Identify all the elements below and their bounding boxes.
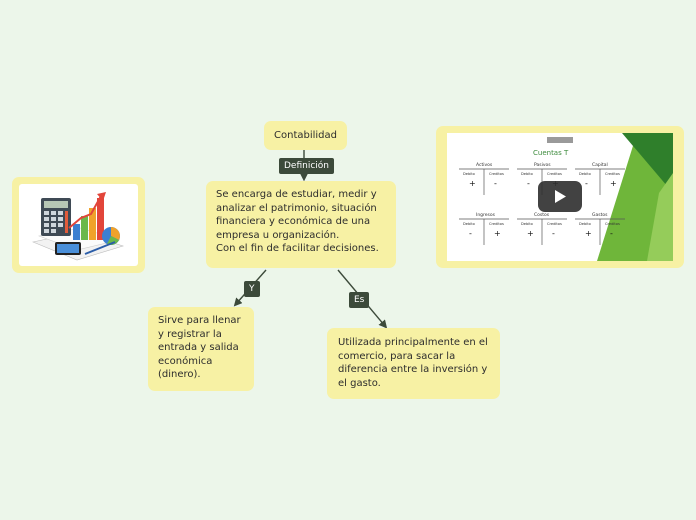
t-account-credit-label: Creditos (605, 222, 620, 226)
t-account-name: Gastos (592, 212, 608, 218)
t-account-credit-label: Creditos (547, 172, 562, 176)
play-button[interactable] (538, 181, 582, 212)
purpose-node[interactable]: Sirve para llenar y registrar la entrada… (148, 307, 254, 391)
t-account-credit-sign: + (494, 229, 501, 238)
purpose-node-text: Sirve para llenar y registrar la entrada… (158, 315, 241, 380)
t-account-debit-sign: - (527, 179, 530, 188)
t-account-debit-sign: + (527, 229, 534, 238)
video-title: Cuentas T (533, 149, 569, 157)
t-account-name: Activos (476, 162, 493, 168)
t-account-debit-label: Debito (521, 222, 533, 226)
t-account-name: Pasivos (534, 162, 551, 168)
t-account-credit-label: Creditos (605, 172, 620, 176)
t-account-credit-sign: - (552, 229, 555, 238)
connector-label-y: Y (244, 281, 260, 297)
play-icon (555, 190, 566, 203)
t-account-debit-sign: + (585, 229, 592, 238)
t-account-name: Costos (534, 212, 550, 218)
t-account-credit-label: Creditos (489, 172, 504, 176)
usage-node-text: Utilizada principalmente en el comercio,… (338, 337, 488, 389)
root-node[interactable]: Contabilidad (264, 121, 347, 150)
usage-node[interactable]: Utilizada principalmente en el comercio,… (327, 328, 500, 399)
t-account-credit-sign: - (494, 179, 497, 188)
t-account-credit-label: Creditos (489, 222, 504, 226)
t-account-debit-label: Debito (521, 172, 533, 176)
t-account-debit-label: Debito (463, 172, 475, 176)
connector-label-definition: Definición (279, 158, 334, 174)
calculator-chart-icon (31, 192, 125, 261)
accounting-illustration (19, 184, 138, 266)
t-account-debit-label: Debito (579, 222, 591, 226)
t-account-debit-label: Debito (463, 222, 475, 226)
t-account-debit-sign: - (469, 229, 472, 238)
t-account-credit-label: Creditos (547, 222, 562, 226)
accounting-image-card[interactable] (12, 177, 145, 273)
t-account-debit-sign: + (469, 179, 476, 188)
t-account-debit-sign: - (585, 179, 588, 188)
root-node-label: Contabilidad (274, 130, 337, 141)
t-account-name: Ingresos (476, 212, 496, 218)
definition-node-text: Se encarga de estudiar, medir y analizar… (216, 189, 379, 254)
connector-label-es: Es (349, 292, 370, 308)
t-account-debit-label: Debito (579, 172, 591, 176)
definition-node[interactable]: Se encarga de estudiar, medir y analizar… (206, 181, 396, 268)
t-account-name: Capital (592, 162, 608, 168)
t-account-credit-sign: - (610, 229, 613, 238)
t-account-credit-sign: + (610, 179, 617, 188)
